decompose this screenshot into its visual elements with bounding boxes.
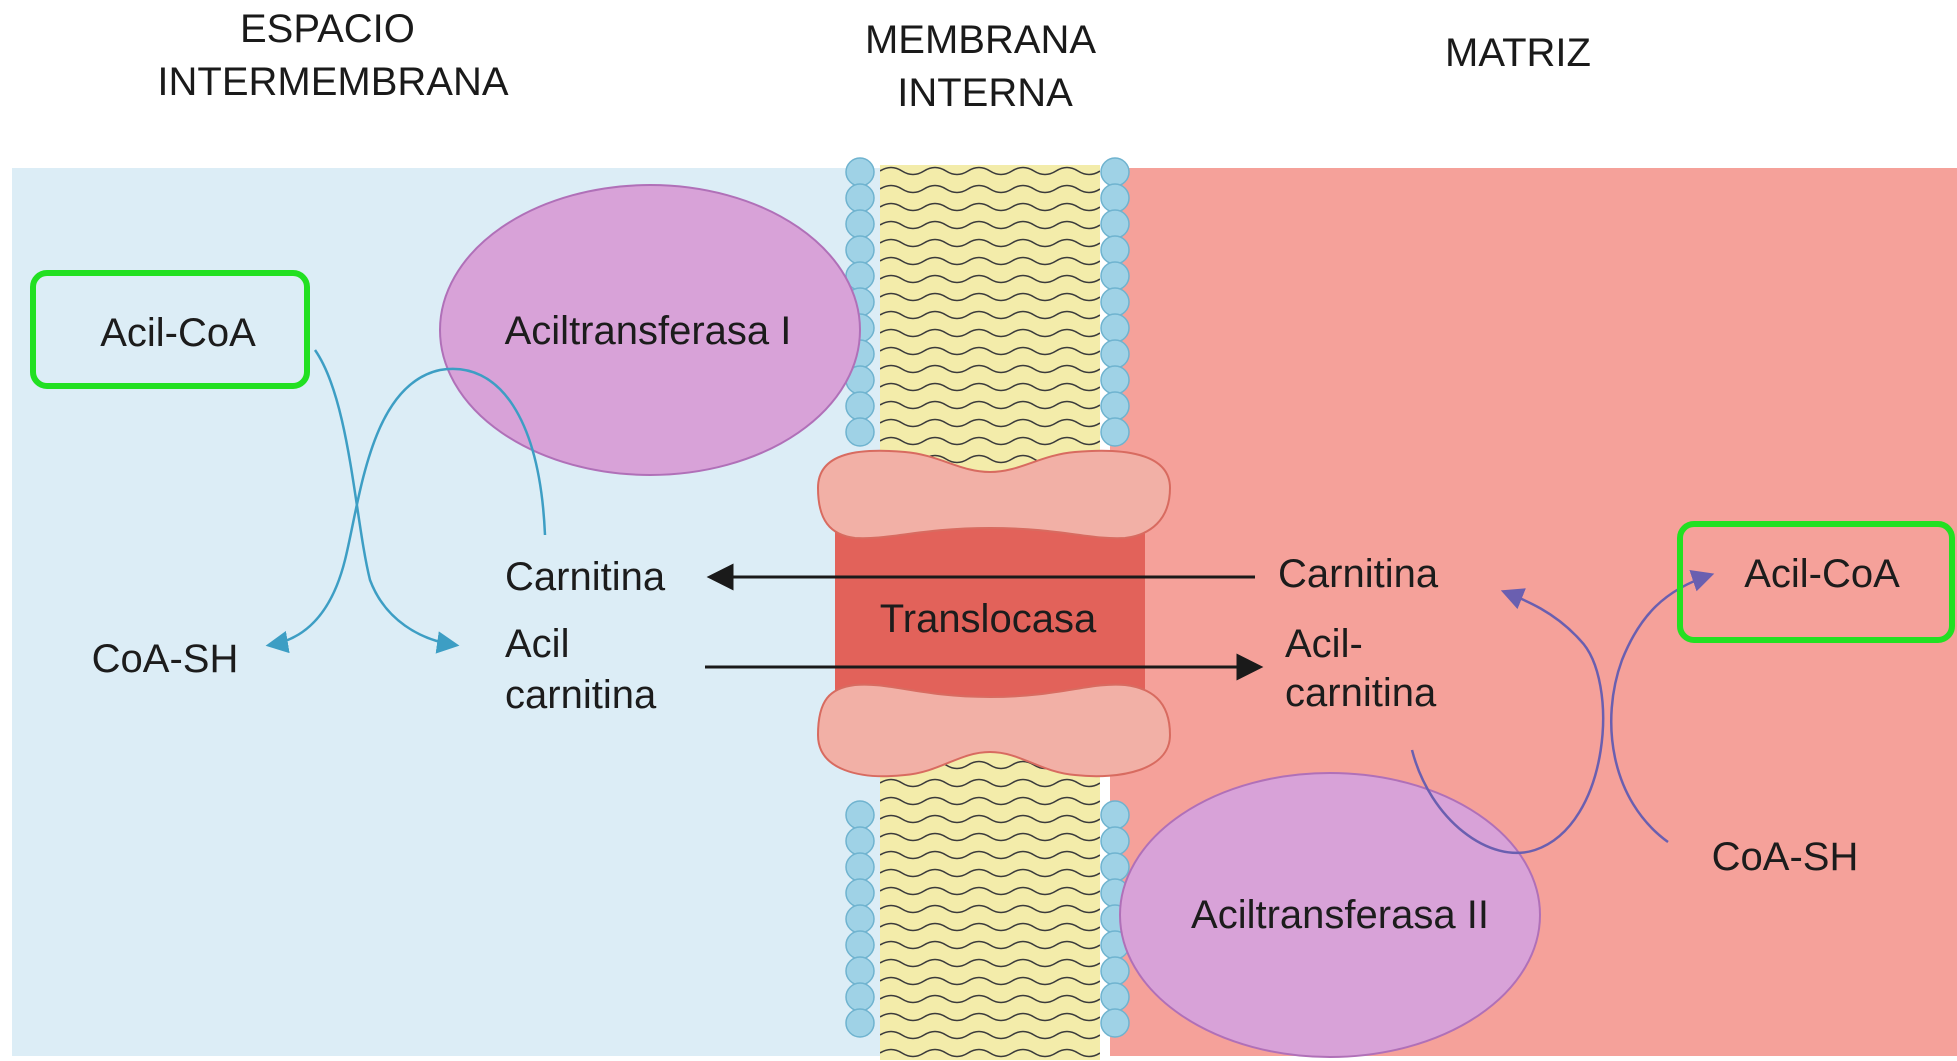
coa-sh-left-label: CoA-SH xyxy=(92,637,239,681)
acyltransferase-ii-label: Aciltransferasa II xyxy=(1191,893,1489,937)
lipid-head xyxy=(1101,801,1129,829)
acylcarnitine-left-line2: carnitina xyxy=(505,673,657,717)
acylcarnitine-right-line1: Acil- xyxy=(1285,622,1363,666)
lipid-head xyxy=(846,801,874,829)
lipid-head xyxy=(1101,210,1129,238)
lipid-head xyxy=(846,983,874,1011)
acyl-coa-left-label: Acil-CoA xyxy=(100,311,256,355)
lipid-head xyxy=(1101,957,1129,985)
lipid-head xyxy=(1101,340,1129,368)
lipid-head xyxy=(1101,314,1129,342)
translocase-protein: Translocasa xyxy=(818,451,1170,776)
lipid-head xyxy=(1101,262,1129,290)
translocase-label: Translocasa xyxy=(880,597,1097,641)
header-membrane-line2: INTERNA xyxy=(897,71,1073,115)
header-inner-membrane: MEMBRANA INTERNA xyxy=(865,18,1105,115)
lipid-head xyxy=(1101,853,1129,881)
lipid-head xyxy=(846,905,874,933)
header-membrane-line1: MEMBRANA xyxy=(865,18,1096,62)
lipid-head xyxy=(846,827,874,855)
lipid-head xyxy=(846,931,874,959)
acyltransferase-i: Aciltransferasa I xyxy=(440,185,860,475)
lipid-head xyxy=(846,418,874,446)
lipid-head xyxy=(1101,392,1129,420)
acyl-coa-right-label: Acil-CoA xyxy=(1744,552,1900,596)
lipid-head xyxy=(846,210,874,238)
lipid-head xyxy=(846,236,874,264)
lipid-head xyxy=(1101,418,1129,446)
lipid-head xyxy=(1101,983,1129,1011)
header-intermembrane-line1: ESPACIO xyxy=(240,7,415,51)
acyltransferase-ii: Aciltransferasa II xyxy=(1120,773,1540,1057)
lipid-head xyxy=(1101,1009,1129,1037)
lipid-head xyxy=(1101,236,1129,264)
lipid-head xyxy=(846,392,874,420)
header-intermembrane-line2: INTERMEMBRANA xyxy=(157,60,508,104)
acylcarnitine-right-line2: carnitina xyxy=(1285,671,1437,715)
lipid-head xyxy=(846,184,874,212)
coa-sh-right-label: CoA-SH xyxy=(1712,835,1859,879)
lipid-head xyxy=(1101,288,1129,316)
header-intermembrane-space: ESPACIO INTERMEMBRANA xyxy=(157,7,508,104)
header-matrix: MATRIZ xyxy=(1445,31,1591,75)
acyltransferase-i-label: Aciltransferasa I xyxy=(505,309,792,353)
lipid-head xyxy=(1101,184,1129,212)
lipid-head xyxy=(846,957,874,985)
carnitine-right-label: Carnitina xyxy=(1278,552,1439,596)
lipid-head xyxy=(1101,158,1129,186)
lipid-head xyxy=(1101,827,1129,855)
lipid-head xyxy=(846,879,874,907)
lipid-head xyxy=(846,853,874,881)
acylcarnitine-left-line1: Acil xyxy=(505,622,569,666)
lipid-head xyxy=(846,158,874,186)
lipid-head xyxy=(1101,366,1129,394)
lipid-head xyxy=(846,1009,874,1037)
carnitine-left-label: Carnitina xyxy=(505,555,666,599)
